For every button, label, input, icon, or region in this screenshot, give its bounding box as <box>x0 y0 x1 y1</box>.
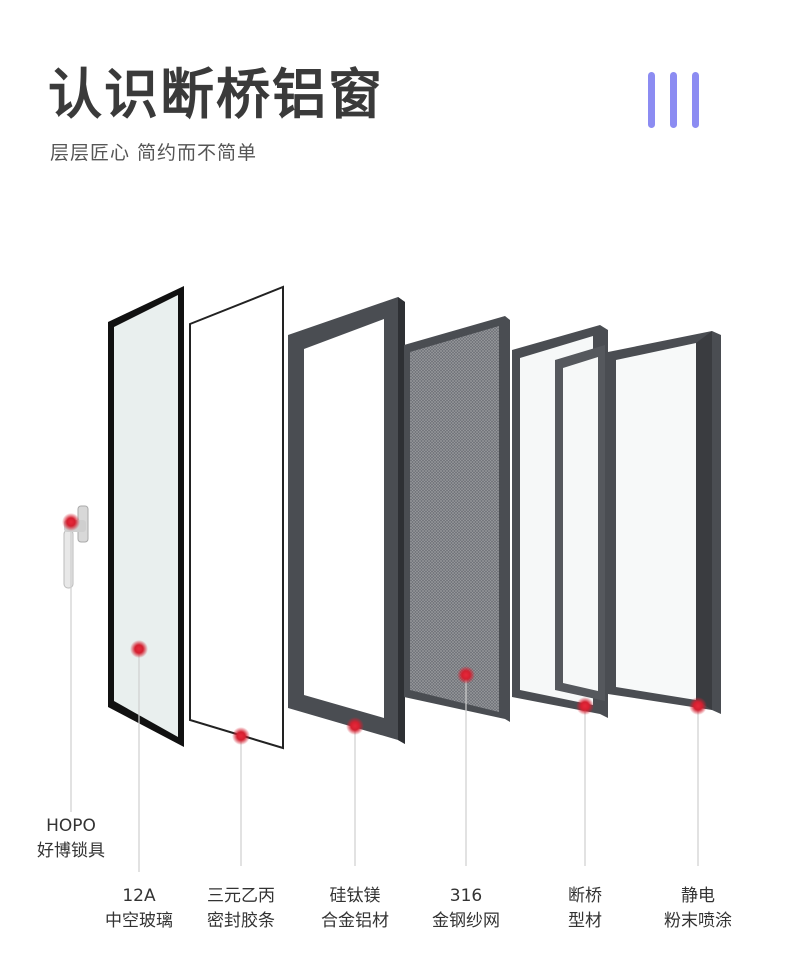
label-mesh: 316 金钢纱网 <box>432 886 500 931</box>
label-profile: 断桥 型材 <box>568 886 602 931</box>
thermal-break-layer <box>512 325 608 718</box>
label-coating: 静电 粉末喷涂 <box>664 886 732 931</box>
decorative-bars <box>648 72 714 132</box>
aluminum-frame-layer <box>288 297 405 744</box>
label-glass: 12A 中空玻璃 <box>105 886 173 931</box>
steel-mesh-layer <box>404 316 510 722</box>
marker-dots <box>62 513 707 745</box>
label-alloy: 硅钛镁 合金铝材 <box>321 886 389 931</box>
glass-panel-layer <box>108 286 184 747</box>
page-subtitle: 层层匠心 简约而不简单 <box>50 142 258 164</box>
seal-gasket-layer <box>189 285 284 750</box>
powder-coated-frame-layer <box>608 331 721 714</box>
label-handle: HOPO 好博锁具 <box>37 816 105 861</box>
label-gasket: 三元乙丙 密封胶条 <box>207 886 275 931</box>
leader-lines <box>70 522 699 872</box>
page-title: 认识断桥铝窗 <box>48 63 384 126</box>
